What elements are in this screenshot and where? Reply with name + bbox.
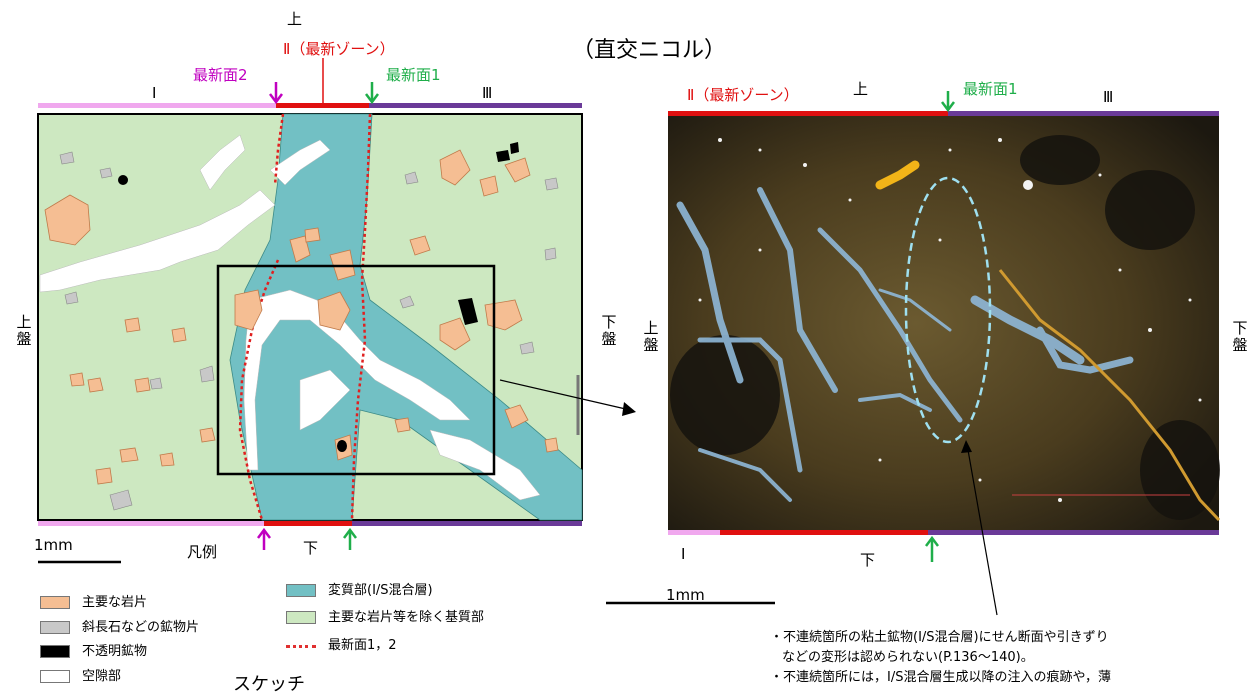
photo-scale-label: 1mm	[666, 586, 705, 604]
sketch-zone-III-bar	[369, 103, 582, 108]
legend-swatch	[40, 596, 70, 609]
photo-zone-I-label: Ⅰ	[681, 545, 686, 563]
sketch-bottom-label: 下	[303, 539, 319, 557]
legend-label: 主要な岩片等を除く基質部	[328, 610, 485, 625]
sketch-scale-label: 1mm	[34, 536, 73, 554]
sketch-right-label: 下盤	[601, 313, 617, 348]
legend-title: 凡例	[187, 543, 218, 561]
sketch-left-label: 上盤	[16, 313, 32, 348]
sketch-zone-I-label: Ⅰ	[152, 84, 157, 102]
sketch-surface1-label: 最新面1	[386, 66, 441, 84]
legend-label: 変質部(I/S混合層)	[328, 583, 433, 598]
photo-zone-III-bar	[948, 111, 1219, 116]
photo-top-label: 上	[853, 80, 869, 98]
legend-swatch	[40, 670, 70, 683]
pointer-arrowhead-icon	[622, 402, 636, 416]
legend-label: 主要な岩片	[82, 595, 148, 610]
annotation-arrowhead-icon	[961, 440, 972, 453]
note-line-1: ・不連続箇所の粘土鉱物(I/S混合層)にせん断面や引きずり	[770, 630, 1109, 645]
surface1-arrow-icon	[365, 82, 379, 105]
legend-label: 斜長石などの鉱物片	[82, 620, 200, 635]
photo-left-label: 上盤	[643, 319, 659, 354]
photo-zone-III-label: Ⅲ	[1103, 88, 1114, 106]
rock-fragments	[44, 149, 559, 485]
sketch-zone-III-label: Ⅲ	[482, 84, 493, 102]
sketch-zone-II-bar	[276, 103, 369, 108]
sketch-zone-I-bar	[38, 103, 276, 108]
surface1-line	[350, 113, 372, 521]
sketch-surface2-label: 最新面2	[193, 66, 248, 84]
surface2-arrow-icon	[269, 82, 283, 105]
legend-swatch	[286, 584, 316, 597]
sketch-caption: スケッチ	[233, 674, 305, 695]
legend-label: 不透明鉱物	[82, 644, 148, 659]
mineral-fragments	[59, 151, 559, 511]
legend-swatch	[286, 611, 316, 624]
page-title: （直交ニコル）	[572, 38, 727, 63]
photo-surface1-bottom-arrow-icon	[925, 535, 939, 562]
note-line-2: などの変形は認められない(P.136～140)。	[782, 650, 1034, 665]
legend-swatch	[40, 621, 70, 634]
photo-zone-label: Ⅱ（最新ゾーン）	[687, 86, 799, 104]
sketch-zone-label: Ⅱ（最新ゾーン）	[283, 40, 395, 58]
sketch-zone-III-bottom-bar	[352, 521, 582, 526]
sketch-top-label: 上	[287, 10, 303, 28]
photo-zone-II-bar	[668, 111, 948, 116]
note-line-3: ・不連続箇所には，I/S混合層生成以降の注入の痕跡や，薄	[770, 670, 1111, 685]
photo-zone-I-bottom-bar	[668, 530, 720, 535]
legend-label: 最新面1，2	[328, 638, 397, 653]
legend-label: 空隙部	[82, 669, 122, 684]
surface2-line	[238, 113, 285, 521]
photo-zone-II-bottom-bar	[720, 530, 928, 535]
photo-right-label: 下盤	[1232, 319, 1248, 354]
photo-surface1-arrow-icon	[941, 91, 955, 113]
photo-surface1-label: 最新面1	[963, 80, 1018, 98]
sketch-zone-II-bottom-bar	[264, 521, 352, 526]
photo-bottom-label: 下	[860, 551, 876, 569]
opaque-minerals	[118, 142, 519, 452]
void-veins	[39, 134, 541, 501]
photo-zone-III-bottom-bar	[928, 530, 1219, 535]
surface1-bottom-arrow-icon	[343, 527, 357, 550]
legend-swatch-dotted	[286, 645, 316, 648]
legend-swatch	[40, 645, 70, 658]
closeup-box	[216, 264, 496, 476]
surface2-bottom-arrow-icon	[257, 527, 271, 550]
discontinuity-ellipse	[904, 176, 992, 444]
sketch-zone-I-bottom-bar	[38, 521, 264, 526]
